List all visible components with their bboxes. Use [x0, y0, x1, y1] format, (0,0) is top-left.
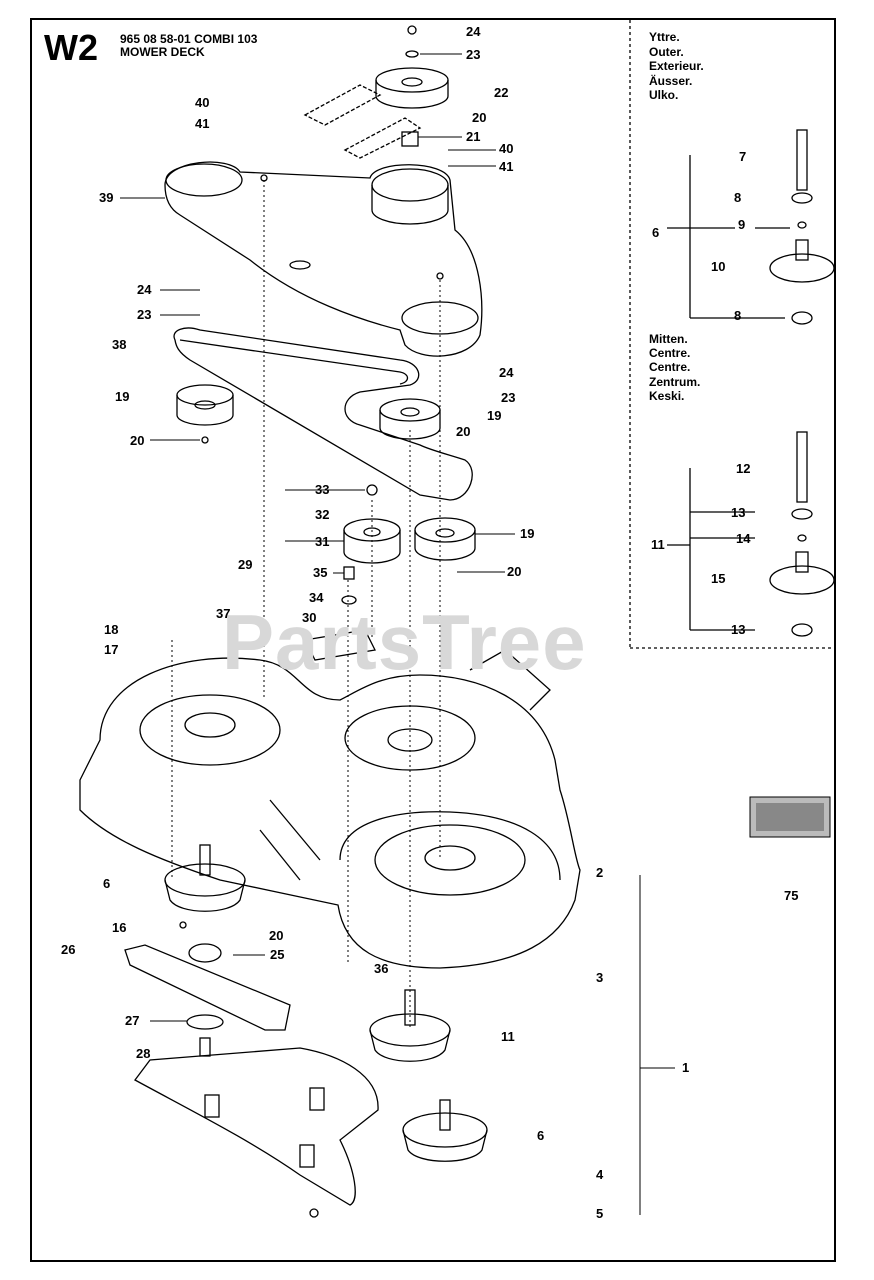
callout: 13 — [731, 622, 746, 637]
callout: 3 — [596, 970, 604, 985]
callout: 41 — [499, 159, 514, 174]
callout: 2 — [596, 865, 604, 880]
callout: 75 — [784, 888, 799, 903]
callout: 26 — [61, 942, 76, 957]
outer-label-3: Exterieur. — [649, 59, 704, 73]
center-label-5: Keski. — [649, 389, 685, 403]
outer-label-2: Outer. — [649, 45, 684, 59]
callout: 17 — [104, 642, 119, 657]
outer-spindle-kit — [667, 129, 835, 325]
spindle-right — [402, 1099, 488, 1162]
callout: 15 — [711, 571, 726, 586]
center-spindle-kit — [667, 431, 835, 637]
callout: 6 — [537, 1128, 545, 1143]
callout: 11 — [501, 1029, 515, 1044]
blade-adapter — [188, 943, 222, 963]
callout: 18 — [104, 622, 119, 637]
callout: 25 — [270, 947, 285, 962]
diagram-title: MOWER DECK — [120, 45, 205, 59]
callout: 5 — [596, 1206, 604, 1221]
callout: 9 — [738, 217, 746, 232]
callout: 20 — [507, 564, 522, 579]
mower-deck-housing — [79, 649, 581, 969]
callout: 19 — [115, 389, 130, 404]
outer-label-4: Äusser. — [649, 74, 693, 88]
belt-cover-drawing — [164, 161, 483, 357]
callout: 34 — [309, 590, 324, 605]
callout: 24 — [137, 282, 152, 297]
callout: 11 — [651, 537, 665, 552]
callout: 38 — [112, 337, 127, 352]
center-label-1: Mitten. — [649, 332, 688, 346]
decal-sticker — [749, 796, 831, 838]
callout: 8 — [734, 308, 742, 323]
callout: 40 — [195, 95, 210, 110]
callout: 28 — [136, 1046, 151, 1061]
top-pulley-drawing — [303, 25, 449, 159]
blade-drawing — [124, 944, 291, 1031]
callout: 40 — [499, 141, 514, 156]
callout: 39 — [99, 190, 114, 205]
callout: 6 — [652, 225, 660, 240]
callout: 23 — [466, 47, 481, 62]
callout: 4 — [596, 1167, 604, 1182]
callout: 12 — [736, 461, 751, 476]
section-code: W2 — [44, 27, 98, 68]
callout: 23 — [137, 307, 152, 322]
center-label-2: Centre. — [649, 346, 691, 360]
callout: 27 — [125, 1013, 140, 1028]
callout: 10 — [711, 259, 726, 274]
idler-pulley-left — [176, 384, 234, 444]
callout: 37 — [216, 606, 231, 621]
callout: 41 — [195, 116, 210, 131]
callout: 35 — [313, 565, 328, 580]
callout: 24 — [466, 24, 481, 39]
callout: 20 — [130, 433, 145, 448]
callout: 7 — [739, 149, 747, 164]
center-label-3: Centre. — [649, 360, 691, 374]
callout: 29 — [238, 557, 253, 572]
outer-label-5: Ulko. — [649, 88, 679, 102]
outer-label-1: Yttre. — [649, 30, 680, 44]
callout: 31 — [315, 534, 330, 549]
callout: 13 — [731, 505, 746, 520]
callout: 24 — [499, 365, 514, 380]
callout: 20 — [472, 110, 487, 125]
callout: 1 — [682, 1060, 690, 1075]
callout: 20 — [456, 424, 471, 439]
callout: 32 — [315, 507, 330, 522]
callout: 19 — [520, 526, 535, 541]
callout: 6 — [103, 876, 111, 891]
callout: 30 — [302, 610, 317, 625]
part-number-line: 965 08 58-01 COMBI 103 — [120, 32, 258, 46]
idler-pulley-center — [379, 398, 441, 440]
callout: 23 — [501, 390, 516, 405]
v-belt-drawing — [173, 327, 473, 501]
baffle-drawing — [134, 1047, 379, 1206]
callout: 21 — [466, 129, 481, 144]
idler-pulley-right — [414, 517, 476, 561]
callout: 22 — [494, 85, 509, 100]
center-label-4: Zentrum. — [649, 375, 701, 389]
callout: 20 — [269, 928, 284, 943]
callout: 14 — [736, 531, 751, 546]
spindle-left — [164, 844, 246, 929]
callout: 16 — [112, 920, 127, 935]
diagram-frame — [30, 18, 836, 1262]
callout: 36 — [374, 961, 389, 976]
callout: 19 — [487, 408, 502, 423]
watermark-text: PartsTree — [222, 598, 587, 686]
callout: 8 — [734, 190, 742, 205]
callout: 33 — [315, 482, 330, 497]
